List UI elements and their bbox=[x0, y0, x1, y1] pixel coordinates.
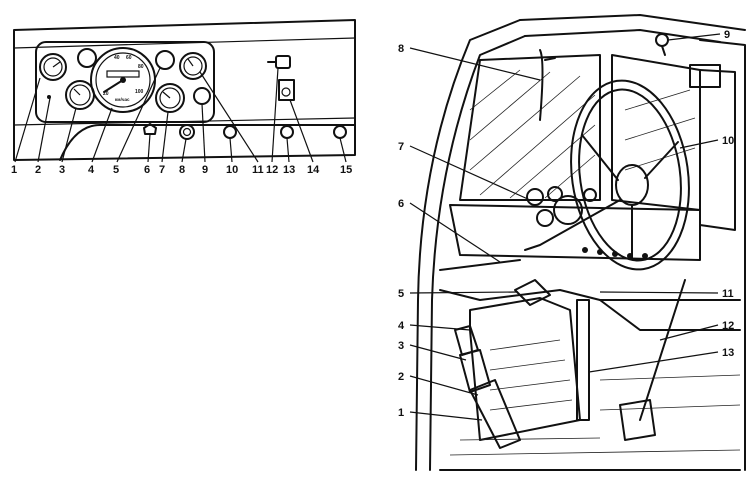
gauge-cluster-housing bbox=[35, 41, 215, 123]
panel-callout-12: 12 bbox=[266, 164, 278, 176]
panel-cutout bbox=[59, 124, 356, 161]
panel-callout-3: 3 bbox=[59, 164, 65, 176]
control-knob-13 bbox=[280, 125, 294, 139]
cab-callout-3: 3 bbox=[398, 340, 404, 352]
control-knob-15 bbox=[333, 125, 347, 139]
instrument-panel-figure: 20 40 60 80 100 км/час bbox=[11, 19, 356, 176]
engine-cover-shading bbox=[489, 339, 573, 411]
cab-callout-11: 11 bbox=[722, 288, 734, 300]
cab-callout-4: 4 bbox=[398, 320, 405, 332]
panel-callout-5: 5 bbox=[113, 164, 119, 176]
panel-callout-7: 7 bbox=[159, 164, 165, 176]
ceiling-lamp bbox=[655, 33, 669, 56]
ammeter-gauge bbox=[179, 52, 207, 80]
hand-brake-lever bbox=[639, 279, 686, 421]
windshield-left bbox=[459, 54, 601, 201]
speedometer: 20 40 60 80 100 км/час bbox=[90, 47, 156, 113]
warning-lamp bbox=[155, 50, 175, 70]
cab-callout-1: 1 bbox=[398, 407, 404, 419]
panel-outline bbox=[13, 19, 356, 161]
panel-light bbox=[267, 55, 291, 69]
cab-right-callout-labels: 9 10 11 12 13 bbox=[722, 29, 734, 359]
right-upper-bracket bbox=[689, 64, 721, 88]
cab-callout-10: 10 bbox=[722, 135, 734, 147]
panel-callout-9: 9 bbox=[202, 164, 208, 176]
panel-callout-15: 15 bbox=[340, 164, 352, 176]
speedometer-tick-80: 80 bbox=[138, 64, 144, 70]
cab-callout-13: 13 bbox=[722, 347, 734, 359]
windshield-hatching bbox=[469, 69, 696, 199]
dashboard bbox=[449, 204, 701, 261]
panel-lamp bbox=[193, 87, 211, 105]
panel-callout-8: 8 bbox=[179, 164, 185, 176]
wiper-pivot bbox=[544, 57, 556, 61]
cab-left-leader-lines bbox=[409, 47, 541, 421]
gear-lever bbox=[576, 299, 590, 421]
windshield-right bbox=[611, 54, 701, 211]
indicator-lamp bbox=[77, 48, 97, 68]
steering-hub bbox=[615, 164, 649, 206]
dashboard-gauges bbox=[526, 186, 597, 227]
control-knob-10 bbox=[223, 125, 237, 139]
temperature-gauge bbox=[155, 83, 185, 113]
panel-callout-4: 4 bbox=[88, 164, 95, 176]
lower-controls bbox=[143, 123, 347, 140]
speedometer-tick-100: 100 bbox=[135, 89, 144, 95]
panel-leader-lines bbox=[14, 67, 347, 163]
cab-callout-8: 8 bbox=[398, 43, 404, 55]
accelerator-pedal bbox=[469, 379, 521, 449]
wiper-arm bbox=[539, 49, 544, 121]
oil-pressure-gauge bbox=[65, 80, 95, 110]
parking-brake-lever bbox=[439, 259, 521, 271]
panel-callout-1: 1 bbox=[11, 164, 17, 176]
cab-right-leader-lines bbox=[588, 33, 721, 373]
roof-edge bbox=[519, 14, 746, 31]
cab-callout-9: 9 bbox=[724, 29, 730, 41]
floor-hatching bbox=[449, 374, 741, 456]
fuel-gauge bbox=[39, 53, 67, 81]
floor-line bbox=[439, 289, 741, 301]
panel-callout-2: 2 bbox=[35, 164, 41, 176]
hex-knob bbox=[143, 123, 157, 135]
cab-interior-figure: 8 7 6 5 4 3 2 1 9 10 11 12 13 bbox=[398, 14, 746, 471]
clutch-pedal bbox=[454, 325, 479, 356]
panel-callout-13: 13 bbox=[283, 164, 295, 176]
ignition-switch bbox=[179, 124, 195, 140]
right-floor-edge bbox=[599, 299, 741, 331]
cab-left-callout-labels: 8 7 6 5 4 3 2 1 bbox=[398, 43, 405, 419]
cab-callout-2: 2 bbox=[398, 371, 404, 383]
light-switch bbox=[278, 79, 295, 101]
left-pillar-inner bbox=[429, 35, 526, 471]
speedometer-tick-20: 20 bbox=[103, 91, 109, 97]
roof-inner-edge bbox=[524, 29, 721, 43]
panel-callout-10: 10 bbox=[226, 164, 238, 176]
pedals bbox=[454, 325, 521, 449]
right-door-frame bbox=[699, 39, 746, 471]
speedometer-tick-60: 60 bbox=[126, 55, 132, 61]
steering-wheel bbox=[570, 79, 690, 271]
gearshift-base bbox=[514, 279, 551, 306]
steering-column bbox=[524, 199, 621, 251]
panel-callout-11: 11 bbox=[252, 164, 264, 176]
speedometer-tick-40: 40 bbox=[114, 55, 120, 61]
cab-callout-12: 12 bbox=[722, 320, 734, 332]
cab-callout-7: 7 bbox=[398, 141, 404, 153]
dashboard-switches bbox=[582, 247, 648, 259]
panel-callout-14: 14 bbox=[307, 164, 320, 176]
cab-callout-6: 6 bbox=[398, 198, 404, 210]
engine-cover bbox=[469, 297, 581, 441]
panel-callout-labels: 1 2 3 4 5 6 7 8 9 10 11 12 13 14 15 bbox=[11, 164, 352, 176]
cab-callout-5: 5 bbox=[398, 288, 404, 300]
hand-brake-boot bbox=[619, 399, 656, 441]
panel-callout-6: 6 bbox=[144, 164, 150, 176]
speedometer-unit: км/час bbox=[115, 97, 130, 102]
right-door-window bbox=[699, 69, 736, 231]
left-pillar-outer bbox=[415, 19, 521, 471]
